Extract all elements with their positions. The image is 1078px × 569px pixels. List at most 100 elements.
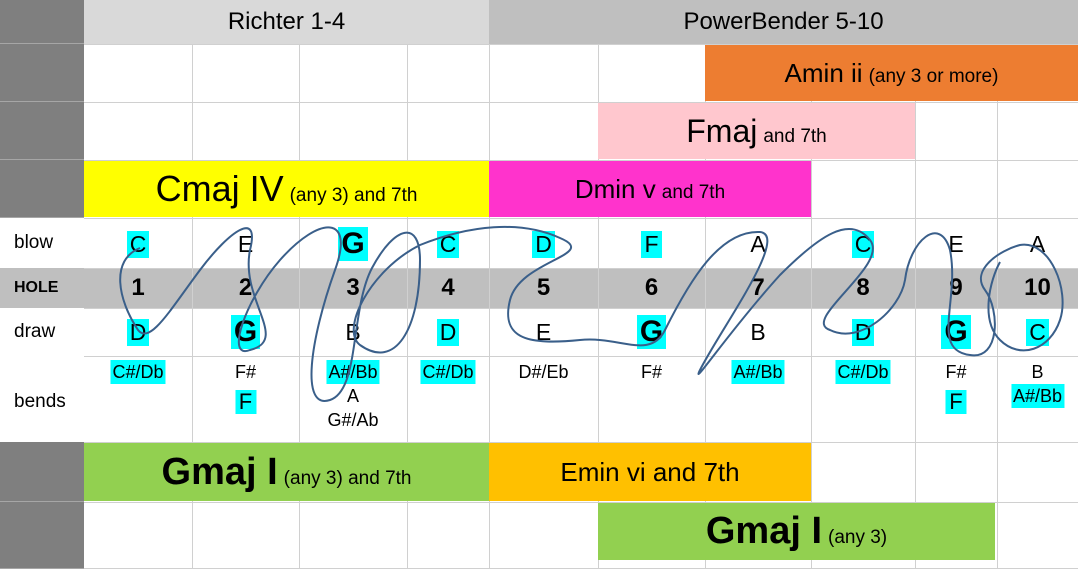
hole-number: 10 [1024,274,1051,301]
bend-note: A#/Bb [1010,384,1065,408]
grid-vline [915,44,916,569]
chord-amin-note: (any 3 or more) [868,65,999,87]
draw-note: D [113,310,163,354]
draw-note-text: E [535,318,552,345]
draw-note-text: G [230,315,261,349]
blow-note: D [519,222,569,266]
draw-note-text: G [636,315,667,349]
hole-number: 9 [949,274,963,301]
draw-note: E [519,310,569,354]
blow-note: E [931,222,981,266]
bend-note: A [346,386,360,406]
bend-note: C#/Db [110,360,166,384]
bend-note: G#/Ab [327,410,379,430]
chord-gmaj-1: Gmaj I(any 3) and 7th [84,443,489,501]
bend-group: F# [641,360,662,384]
draw-note: G [627,310,677,354]
label-panel [0,218,84,442]
header-richter-text: Richter 1-4 [227,8,346,35]
draw-note-text: C [1026,318,1049,346]
draw-note: C [1013,310,1063,354]
draw-note-text: D [436,318,460,346]
draw-note: B [733,310,783,354]
bend-group: F#F [234,360,257,414]
draw-note: D [838,310,888,354]
bend-note: F# [945,362,967,382]
blow-note: C [113,222,163,266]
bend-group: C#/Db [420,360,476,384]
hole-number: 1 [131,274,145,301]
draw-note-text: B [750,318,766,345]
bend-note: F# [234,362,257,382]
blow-note: A [733,222,783,266]
hole-number: 5 [536,274,551,301]
chord-emin-name: Emin vi and 7th [560,456,740,487]
blow-note: E [221,222,271,266]
bend-note: C#/Db [835,360,891,384]
grid-hline [84,44,1078,45]
bend-note: A#/Bb [731,360,785,384]
row-header-10 [0,502,84,569]
blow-note-text: E [237,230,254,257]
chord-amin-name: Amin ii [784,57,863,88]
bend-note: B [1031,362,1044,382]
chord-gmaj2-note: (any 3) [828,527,888,548]
chord-gmaj2-name: Gmaj I [705,510,822,552]
chord-gmaj1-note: (any 3) and 7th [283,467,412,489]
hole-number: 6 [644,274,659,301]
chord-dmin-name: Dmin v [574,173,656,204]
chord-gmaj1-name: Gmaj I [161,450,278,493]
blow-note-text: A [750,230,766,257]
hole-number: 3 [346,274,360,301]
hole-number: 2 [238,274,253,301]
blow-note-text: C [436,230,460,258]
blow-note: A [1013,222,1063,266]
grid-hline [84,356,1078,357]
row-header-4 [0,160,84,218]
chord-cmaj-note: (any 3) and 7th [289,185,418,206]
bend-group: D#/Eb [518,360,568,384]
bends-label: bends [14,391,66,412]
draw-note-text: G [941,315,971,349]
chord-dmin-note: and 7th [661,181,726,203]
chord-gmaj-2: Gmaj I (any 3) [598,503,995,560]
blow-label: blow [14,232,54,253]
row-header-9 [0,442,84,502]
chord-fmaj-note: and 7th [763,125,827,147]
hole-number: 4 [441,274,455,301]
chord-emin: Emin vi and 7th [489,443,811,501]
bend-group: C#/Db [835,360,891,384]
bend-note: C#/Db [420,360,476,384]
bend-group: F#F [945,360,967,414]
blow-note: G [328,222,378,266]
grid-hline [84,442,1078,443]
chord-cmaj: Cmaj IV(any 3) and 7th [84,161,489,217]
grid-hline [84,160,1078,161]
chord-amin: Amin ii(any 3 or more) [705,45,1078,101]
blow-note-text: G [338,227,368,261]
draw-note-text: D [851,318,875,346]
row-header-1 [0,0,84,44]
draw-note: B [328,310,378,354]
blow-note: C [423,222,473,266]
grid-hline [84,502,1078,503]
blow-note-text: E [948,230,964,257]
bend-note: D#/Eb [518,362,569,382]
blow-note-text: D [532,230,555,258]
bend-group: C#/Db [110,360,166,384]
bend-note: F# [640,362,663,382]
draw-note: D [423,310,473,354]
blow-note-text: C [851,230,875,258]
draw-note: G [931,310,981,354]
hole-number: 8 [856,274,870,301]
hole-number: 7 [751,274,765,301]
bend-note: A#/Bb [326,360,380,384]
blow-note-text: A [1029,230,1046,257]
draw-note-text: D [126,318,150,346]
blow-note-text: C [126,230,150,258]
